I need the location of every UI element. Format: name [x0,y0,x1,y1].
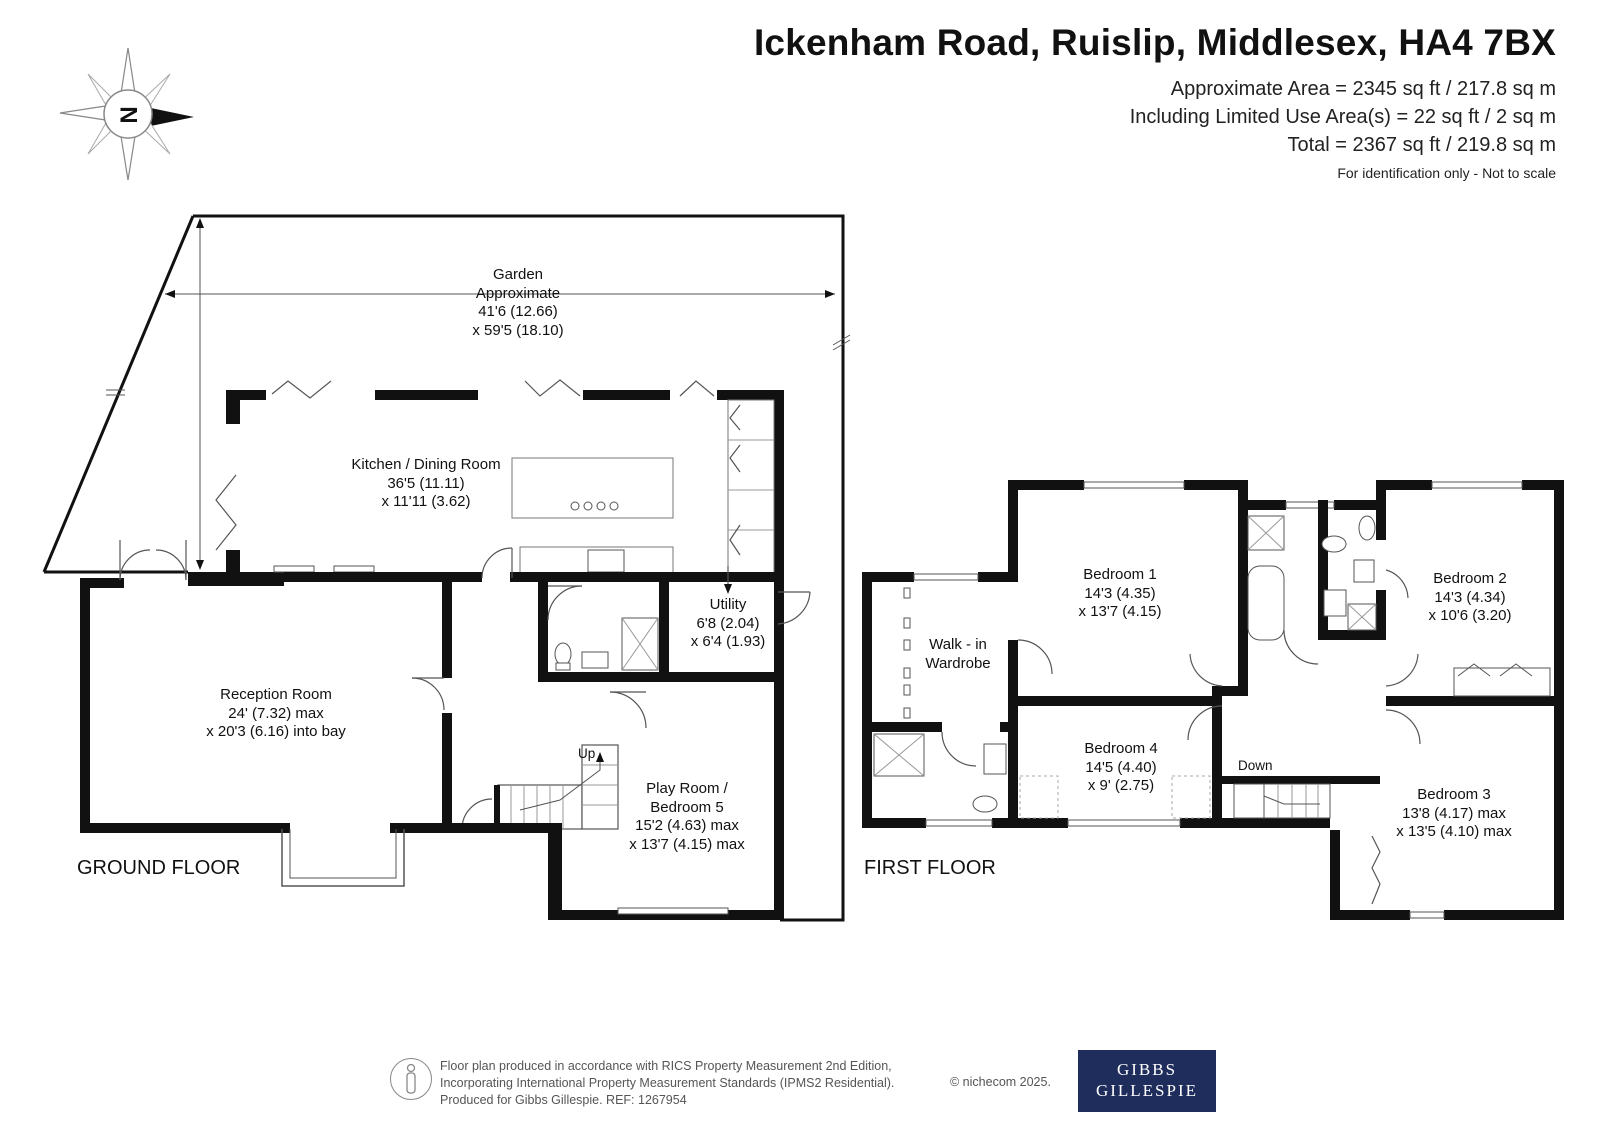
stairs-down-label: Down [1238,758,1273,773]
first-floor-label: FIRST FLOOR [864,857,996,879]
compass-icon: N [59,47,194,181]
nichecom-credit: © nichecom 2025. [950,1075,1051,1089]
property-title: Ickenham Road, Ruislip, Middlesex, HA4 7… [753,22,1556,63]
rics-person-icon [390,1058,432,1100]
gibbs-gillespie-logo: GIBBS GILLESPIE [1078,1050,1216,1112]
approximate-area: Approximate Area = 2345 sq ft / 217.8 sq… [1170,78,1556,100]
first-floor-plan [862,480,1564,920]
identification-note: For identification only - Not to scale [1337,165,1556,181]
total-area: Total = 2367 sq ft / 219.8 sq m [1287,134,1557,156]
ground-floor-label: GROUND FLOOR [77,857,241,879]
limited-use-area: Including Limited Use Area(s) = 22 sq ft… [1129,106,1556,128]
ground-floor-plan [42,214,851,922]
stairs-up-label: Up [578,746,596,761]
compass-north-label: N [116,106,143,123]
footer-disclaimer: Floor plan produced in accordance with R… [440,1059,895,1107]
